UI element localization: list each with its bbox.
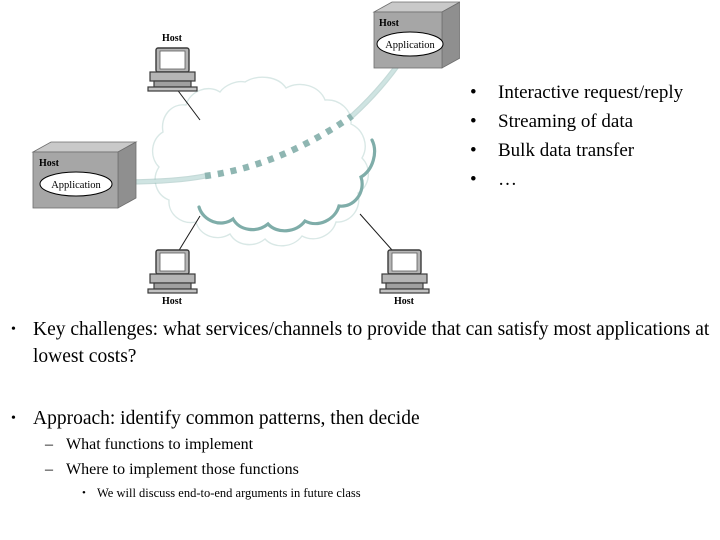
approach-sub-item-label: Where to implement those functions: [66, 461, 299, 478]
computer-top-left-label: Host: [162, 33, 183, 44]
bullet-glyph: •: [82, 487, 86, 499]
cloud-shading: [197, 138, 377, 233]
network-cloud-icon: [152, 76, 377, 247]
application-ellipse-left: [39, 171, 113, 197]
dash-glyph: –: [45, 461, 53, 478]
list-item: • Interactive request/reply: [462, 80, 718, 105]
service-types-list: • Interactive request/reply • Streaming …: [462, 80, 718, 196]
dash-glyph: –: [45, 436, 53, 453]
computer-icon-bottom-right: Host: [379, 249, 430, 307]
computer-bottom-left-label: Host: [162, 296, 183, 307]
slide-body: • Key challenges: what services/channels…: [0, 316, 720, 504]
list-item: • Streaming of data: [462, 109, 718, 134]
host-box-left-app-label: Application: [51, 180, 101, 191]
list-item-label: Interactive request/reply: [498, 82, 684, 103]
link-line-top-left: [175, 87, 201, 121]
link-line-bottom-right: [359, 213, 393, 251]
list-item: • …: [462, 167, 718, 192]
approach-sub-item: – Where to implement those functions: [0, 457, 720, 482]
bullet-glyph: •: [470, 140, 477, 161]
approach-text: Approach: identify common patterns, then…: [33, 408, 420, 429]
host-box-left: Host Application: [31, 141, 138, 209]
approach-sub-item-label: What functions to implement: [66, 436, 254, 453]
dashed-channel-path: [204, 113, 354, 180]
bullet-glyph: •: [470, 111, 477, 132]
bullet-glyph: •: [470, 169, 477, 190]
host-box-top-right-app-label: Application: [385, 40, 435, 51]
link-line-bottom-left: [177, 215, 201, 253]
approach-sub-sub-item-label: We will discuss end-to-end arguments in …: [97, 486, 361, 500]
network-diagram: Host Application Host Application Host: [0, 0, 460, 310]
bullet-glyph: •: [470, 82, 477, 103]
list-item-label: Streaming of data: [498, 111, 634, 132]
bullet-glyph: •: [11, 411, 16, 426]
spacer: [0, 397, 720, 405]
host-box-left-label: Host: [39, 158, 60, 169]
diagram-canvas: Host Application Host Application Host: [31, 1, 460, 307]
list-item: • Bulk data transfer: [462, 138, 718, 163]
application-ellipse: [376, 31, 444, 57]
approach-sub-item: – What functions to implement: [0, 432, 720, 457]
list-item-label: …: [498, 169, 517, 190]
computer-bottom-right-label: Host: [394, 296, 415, 307]
bullet-glyph: •: [11, 322, 16, 337]
spacer: [0, 370, 720, 397]
host-box-left-side-face: [117, 141, 137, 209]
host-box-top-right: Host Application: [372, 1, 460, 69]
computer-icon-top-left: Host: [147, 33, 198, 92]
host-box-side-face: [441, 1, 460, 69]
approach-bullet: • Approach: identify common patterns, th…: [0, 405, 720, 432]
key-challenges-bullet: • Key challenges: what services/channels…: [0, 316, 720, 370]
key-challenges-text: Key challenges: what services/channels t…: [33, 319, 710, 367]
computer-icon-bottom-left: Host: [147, 249, 198, 307]
list-item-label: Bulk data transfer: [498, 140, 635, 161]
host-box-top-right-label: Host: [379, 18, 400, 29]
approach-sub-sub-item: • We will discuss end-to-end arguments i…: [0, 482, 720, 504]
